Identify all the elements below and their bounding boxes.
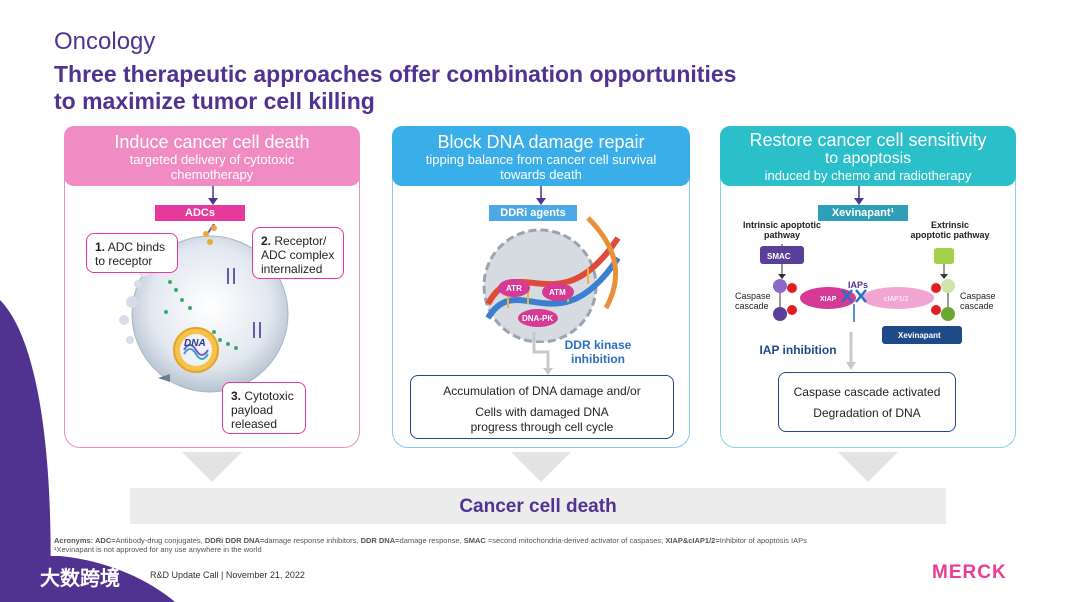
acronym-part-9: Inhibitor of apoptosis IAPs: [719, 536, 807, 545]
result-bar: [130, 488, 946, 524]
xevinapant-label: Xevinapant: [898, 331, 941, 340]
callout-receptor-internalized: 2. Receptor/ ADC complex internalized: [252, 227, 344, 279]
panel3-title-2: to apoptosis: [824, 150, 912, 167]
chevron-3: [838, 452, 898, 482]
xevinapant-tag: Xevinapant¹: [818, 205, 908, 221]
callout3-line-1: 3. Cytotoxic: [231, 389, 294, 403]
acronym-part-4: DDR DNA=: [360, 536, 400, 545]
ddr-kinase-inhibition: DDR kinase inhibition: [556, 338, 640, 366]
panel2-subtitle-1: tipping balance from cancer cell surviva…: [425, 152, 657, 167]
callout3-line-2: payload: [231, 403, 274, 417]
headline: Three therapeutic approaches offer combi…: [54, 61, 974, 115]
acronym-part-6: SMAC: [463, 536, 486, 545]
cancer-cell-death: Cancer cell death: [459, 496, 617, 517]
iap-inhibition-label: IAP inhibition: [759, 343, 837, 357]
left-decoration: [0, 300, 51, 602]
merck-logo: MERCK: [932, 562, 1007, 583]
footnote-line-2: ¹Xevinapant is not approved for any use …: [54, 545, 262, 554]
caspase-right-label: Caspase cascade: [960, 291, 996, 311]
ddri-tag: DDRi agents: [489, 205, 577, 221]
panel1-title: Induce cancer cell death: [114, 132, 310, 152]
panel2-result-1: Accumulation of DNA damage and/or: [443, 384, 641, 398]
extrinsic-pathway-label: Extrinsic apoptotic pathway: [910, 220, 990, 240]
bottom-left-decoration: [0, 556, 175, 602]
iaps-label: IAPs: [848, 280, 868, 290]
headline-line-2: to maximize tumor cell killing: [54, 88, 375, 114]
panel2-result: Accumulation of DNA damage and/or Cells …: [410, 375, 674, 439]
headline-line-1: Three therapeutic approaches offer combi…: [54, 61, 737, 87]
panel2-flow-arrow: [532, 332, 553, 375]
panel1-arrow: [208, 186, 218, 205]
cell-illustration: DNA: [119, 223, 289, 393]
panel3-title-1: Restore cancer cell sensitivity: [749, 130, 987, 150]
panel2-title: Block DNA damage repair: [437, 132, 645, 152]
intrinsic-pathway-label: Intrinsic apoptotic pathway: [742, 220, 821, 240]
callout-adc-binds: 1. ADC binds to receptor: [86, 233, 178, 273]
kinase-line-2: inhibition: [571, 352, 625, 366]
callout1-line-1: 1. ADC binds: [95, 240, 166, 254]
panel3-arrow: [854, 186, 864, 205]
adcs-tag: ADCs: [155, 205, 245, 221]
ciap-label: cIAP1/2: [884, 296, 909, 303]
smac-label: SMAC: [767, 252, 791, 261]
acronym-part-8: XIAP&cIAP1/2=: [665, 536, 720, 545]
callout2-line-1: 2. Receptor/: [261, 234, 327, 248]
panel1-subtitle-1: targeted delivery of cytotoxic: [129, 152, 295, 167]
footnote: Acronyms: ADC=Antibody-drug conjugates, …: [54, 536, 1034, 554]
atr-label: ATR: [506, 284, 522, 293]
acronym-part-5: damage response,: [399, 536, 464, 545]
acronym-part-7: =second mitochondria-derived activator o…: [485, 536, 666, 545]
kinase-line-1: DDR kinase: [564, 338, 632, 352]
callout1-line-2: to receptor: [95, 254, 153, 268]
dna-label: DNA: [184, 338, 206, 349]
caspase-left-label: Caspase cascade: [735, 291, 771, 311]
chevron-2: [511, 452, 571, 482]
chevron-1: [182, 452, 242, 482]
panel2-result-2: Cells with damaged DNA: [475, 405, 609, 419]
watermark: 大数跨境: [40, 568, 120, 590]
panel2-subtitle-2: towards death: [500, 167, 582, 182]
panel2-result-3: progress through cell cycle: [470, 420, 614, 434]
panel3-result-1: Caspase cascade activated: [793, 385, 941, 399]
acronym-part-1: Antibody-drug conjugates,: [115, 536, 205, 545]
panel3-result: Caspase cascade activated Degradation of…: [778, 372, 956, 432]
atm-label: ATM: [549, 288, 566, 297]
apoptosis-pathway-diagram: SMAC XIAP cIAP1/2 IAPs Xevinapant: [760, 244, 962, 344]
acronyms-line: Acronyms: ADC=Antibody-drug conjugates, …: [54, 536, 1034, 545]
footer-text: R&D Update Call | November 21, 2022: [150, 570, 305, 580]
acronym-part-2: DDRi DDR DNA=: [204, 536, 265, 545]
callout2-line-3: internalized: [261, 262, 323, 276]
panel1-header: Induce cancer cell death targeted delive…: [64, 126, 360, 186]
panel2-header: Block DNA damage repair tipping balance …: [392, 126, 690, 186]
section-label: Oncology: [54, 28, 156, 55]
dna-repair-illustration: ATR ATM DNA-PK: [482, 216, 621, 343]
acronym-part-0: Acronyms: ADC=: [54, 536, 116, 545]
panel3-flow-arrow: [846, 332, 856, 370]
panel3-subtitle: induced by chemo and radiotherapy: [764, 168, 972, 183]
panel3-result-2: Degradation of DNA: [813, 406, 921, 420]
xiap-label: XIAP: [820, 296, 837, 303]
dnapk-label: DNA-PK: [522, 314, 553, 323]
callout3-line-3: released: [231, 417, 278, 431]
acronym-part-3: damage response inhibitors,: [264, 536, 361, 545]
callout-payload-released: 3. Cytotoxic payload released: [222, 382, 306, 434]
panel1-subtitle-2: chemotherapy: [170, 167, 254, 182]
callout2-line-2: ADC complex: [261, 248, 335, 262]
panel2-arrow: [536, 186, 546, 205]
panel3-header: Restore cancer cell sensitivity to apopt…: [720, 126, 1016, 186]
